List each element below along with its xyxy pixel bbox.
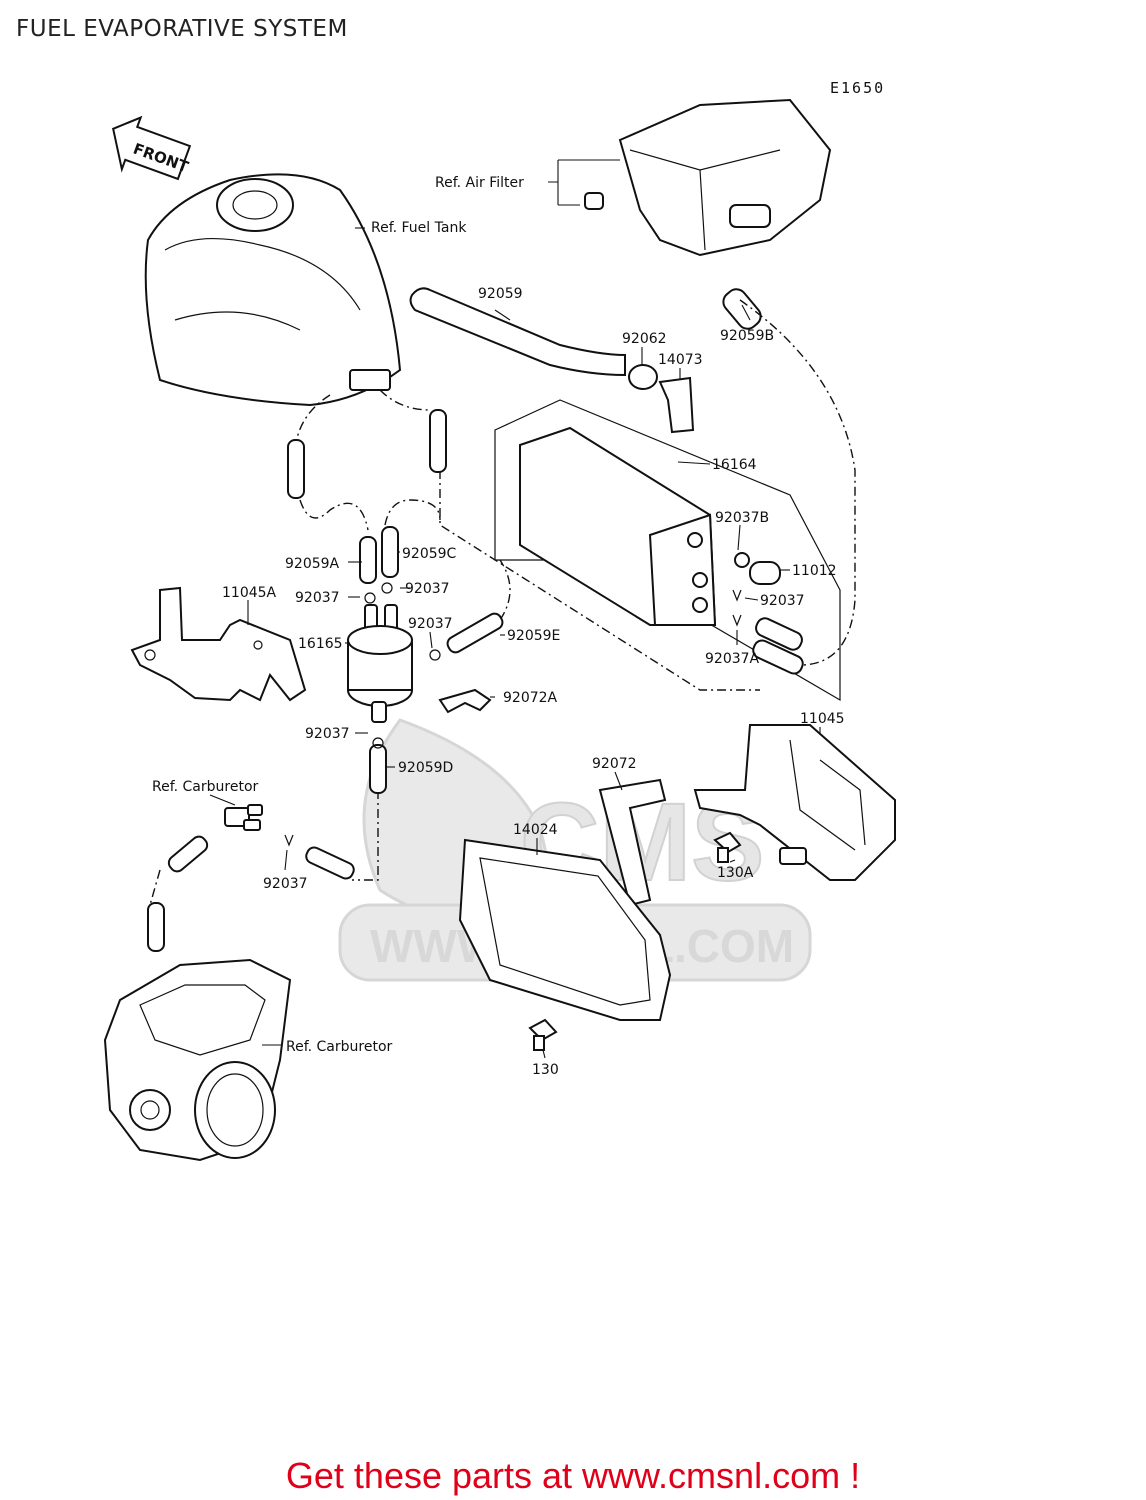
label-92072: 92072	[592, 756, 637, 772]
cap-11012	[749, 561, 781, 585]
label-92059C: 92059C	[402, 546, 457, 562]
label-130: 130	[532, 1062, 559, 1078]
page-title: FUEL EVAPORATIVE SYSTEM	[16, 16, 348, 42]
label-92037-b: 92037	[295, 590, 340, 606]
label-92059D: 92059D	[398, 760, 453, 776]
hose-92059A	[359, 536, 377, 584]
bolt-130A	[713, 831, 742, 863]
label-130A: 130A	[717, 865, 754, 881]
cover-14024	[458, 838, 672, 1021]
label-14073: 14073	[658, 352, 703, 368]
carburetor-fitting	[224, 804, 263, 831]
label-92037B: 92037B	[715, 510, 769, 526]
label-92037A: 92037A	[705, 651, 760, 667]
bracket-11045A	[130, 586, 307, 702]
air-filter-housing	[584, 98, 832, 257]
hose-92059D	[369, 744, 387, 794]
label-92037-a: 92037	[405, 581, 450, 597]
fuel-filter-16165	[347, 604, 413, 723]
label-92059A: 92059A	[285, 556, 340, 572]
ring-92062	[628, 364, 658, 390]
fuel-tank	[144, 173, 402, 407]
hose-92059C	[381, 526, 399, 578]
canister-16164	[494, 399, 841, 702]
label-11012: 11012	[792, 563, 837, 579]
part-labels: Ref. Air Filter Ref. Fuel Tank 92059 920…	[152, 175, 845, 1078]
label-92072A: 92072A	[503, 690, 558, 706]
diagram-code: E1650	[830, 79, 885, 97]
label-ref-carburetor: Ref. Carburetor	[286, 1039, 393, 1055]
label-14024: 14024	[513, 822, 558, 838]
hose-92059E	[446, 612, 504, 654]
label-ref-fuel-tank: Ref. Fuel Tank	[371, 220, 467, 236]
front-arrow-icon: FRONT	[112, 115, 192, 181]
label-16165: 16165	[298, 636, 343, 652]
label-11045A: 11045A	[222, 585, 277, 601]
leader-lines	[209, 159, 821, 1059]
label-92059: 92059	[478, 286, 523, 302]
label-ref-air-filter: Ref. Air Filter	[435, 175, 524, 191]
label-92037-c: 92037	[408, 616, 453, 632]
label-92037-e: 92037	[263, 876, 308, 892]
label-92062: 92062	[622, 331, 667, 347]
label-92059E: 92059E	[507, 628, 560, 644]
label-92059B: 92059B	[720, 328, 774, 344]
label-92037-right: 92037	[760, 593, 805, 609]
label-11045: 11045	[800, 711, 845, 727]
clip-92072A	[438, 688, 492, 714]
bolt-130	[528, 1018, 558, 1051]
hose-92059	[409, 287, 626, 377]
footer-link[interactable]: Get these parts at www.cmsnl.com !	[285, 1455, 861, 1496]
hose-92059B	[722, 288, 762, 330]
bracket-11045	[693, 724, 896, 881]
label-92037-d: 92037	[305, 726, 350, 742]
parts-diagram: CMS WWW.CMSNL.COM E1650 FRONT	[103, 79, 896, 1162]
elbow-14073	[658, 376, 695, 434]
carburetor-body	[103, 958, 292, 1162]
label-16164: 16164	[712, 457, 757, 473]
label-ref-carburetor-top: Ref. Carburetor	[152, 779, 259, 795]
